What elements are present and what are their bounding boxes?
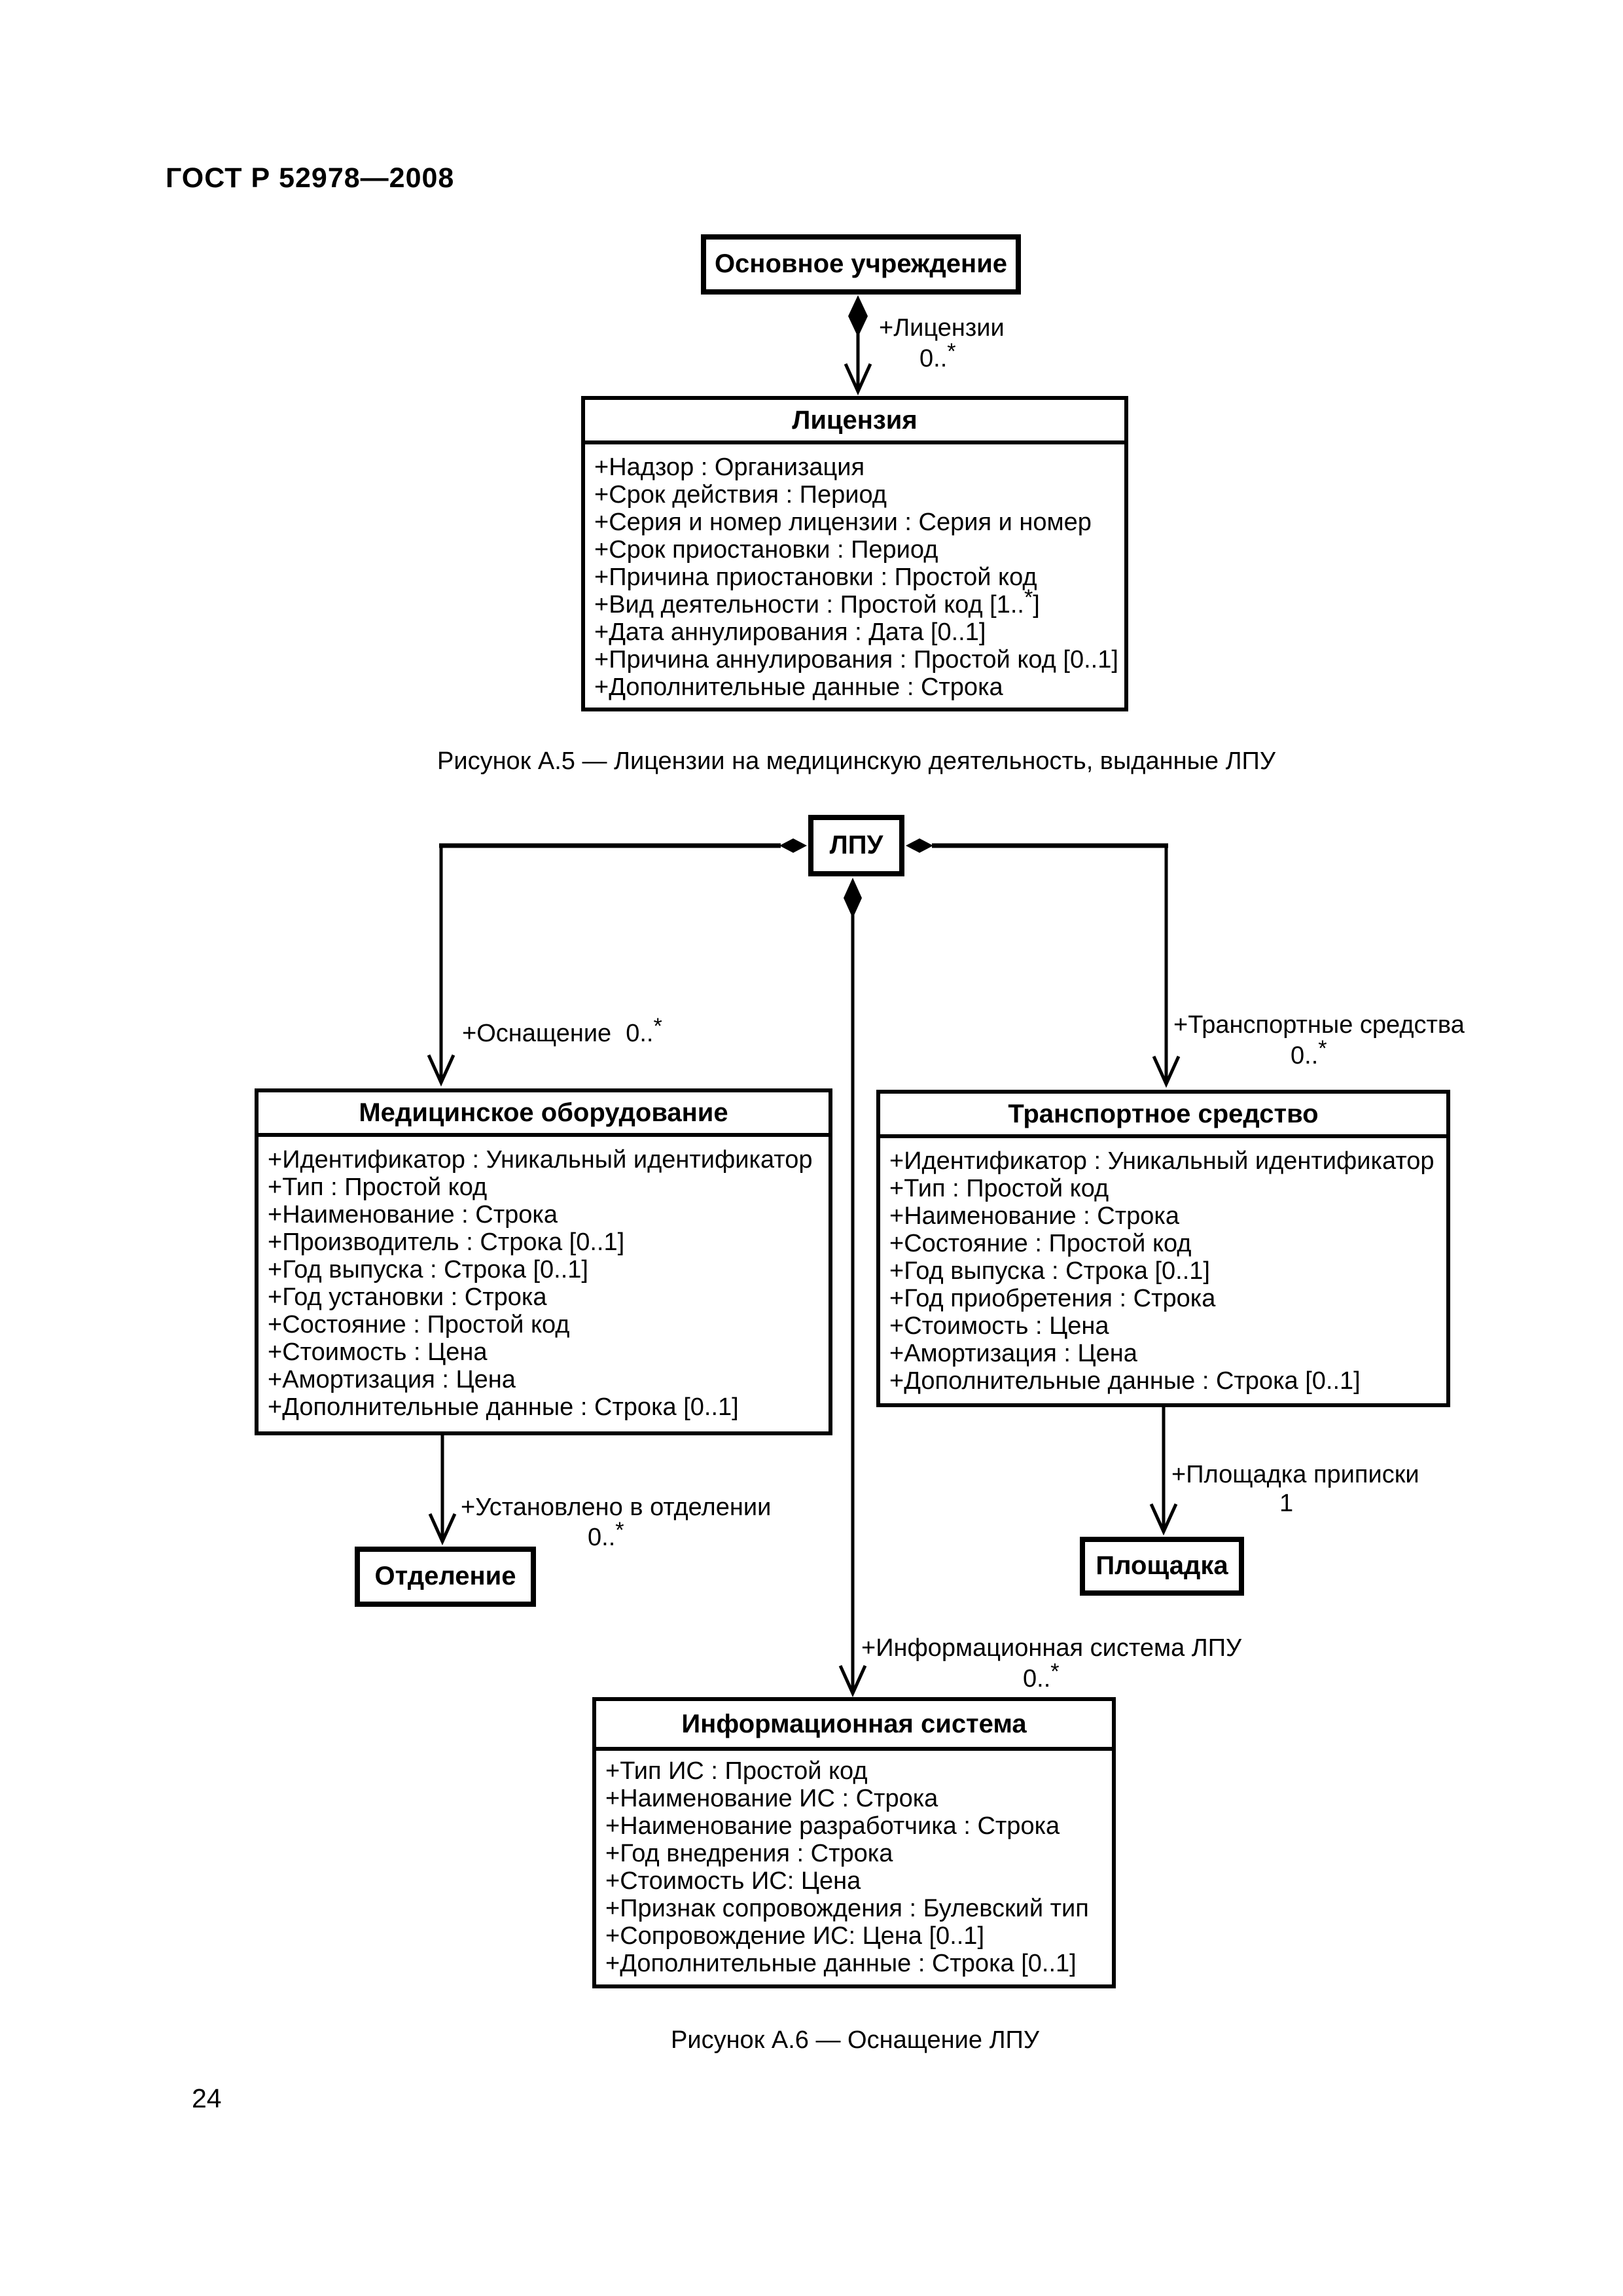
attribute-row: +Вид деятельности : Простой код [1..*] [594,585,1040,619]
class-lpu-title: ЛПУ [829,831,883,859]
attribute-row: +Идентификатор : Уникальный идентификато… [268,1146,813,1174]
a5-composition-link [844,295,872,396]
attribute-row: +Дата аннулирования : Дата [0..1] [594,619,986,646]
attribute-row: +Состояние : Простой код [889,1230,1192,1257]
attribute-row: +Год выпуска : Строка [0..1] [889,1257,1210,1285]
page-number: 24 [192,2083,222,2113]
attribute-row: +Причина приостановки : Простой код [594,564,1037,591]
class-medical-equipment-title: Медицинское оборудование [259,1092,829,1137]
class-department-title: Отделение [374,1562,516,1590]
attribute-row: +Год установки : Строка [268,1283,547,1311]
class-vehicle: Транспортное средство +Идентификатор : У… [876,1090,1450,1407]
attribute-row: +Идентификатор : Уникальный идентификато… [889,1147,1435,1175]
class-information-system-attributes: +Тип ИС : Простой код+Наименование ИС : … [596,1751,1112,1977]
attribute-row: +Наименование : Строка [889,1202,1179,1230]
class-medical-equipment-attributes: +Идентификатор : Уникальный идентификато… [259,1137,829,1421]
class-vehicle-title: Транспортное средство [880,1094,1446,1138]
attribute-row: +Тип : Простой код [889,1175,1109,1202]
attribute-row: +Наименование : Строка [268,1201,558,1229]
attribute-row: +Дополнительные данные : Строка [0..1] [889,1367,1361,1395]
a6-site-link [1149,1406,1178,1536]
class-medical-equipment: Медицинское оборудование +Идентификатор … [255,1088,832,1435]
a6-site-role-label: +Площадка приписки [1171,1461,1419,1488]
attribute-row: +Наименование ИС : Строка [605,1785,938,1812]
a6-site-multiplicity: 1 [1279,1490,1294,1517]
figure-a6-caption: Рисунок А.6 — Оснащение ЛПУ [671,2026,1039,2054]
a6-transport-link [906,838,1181,1088]
a5-association-multiplicity: 0..* [919,339,956,372]
attribute-row: +Срок приостановки : Период [594,536,938,564]
attribute-row: +Дополнительные данные : Строка [0..1] [268,1393,739,1421]
class-lpu: ЛПУ [808,815,904,876]
class-main-institution-title: Основное учреждение [714,249,1008,278]
attribute-row: +Наименование разработчика : Строка [605,1812,1060,1840]
a6-information-system-role-label: +Информационная система ЛПУ [861,1634,1242,1662]
attribute-row: +Амортизация : Цена [889,1340,1137,1367]
class-information-system: Информационная система +Тип ИС : Простой… [592,1697,1116,1988]
a6-equipment-role-label: +Оснащение 0..* [462,1014,662,1048]
class-license-title: Лицензия [585,400,1124,444]
attribute-row: +Признак сопровождения : Булевский тип [605,1895,1089,1922]
class-license: Лицензия +Надзор : Организация+Срок дейс… [581,396,1128,711]
document-header: ГОСТ Р 52978—2008 [166,162,455,194]
equipment-multiplicity: 0..* [626,1014,662,1047]
attribute-row: +Амортизация : Цена [268,1366,516,1393]
attribute-row: +Дополнительные данные : Строка [594,673,1003,701]
a5-association-role-label: +Лицензии [879,314,1005,342]
attribute-row: +Тип : Простой код [268,1174,488,1201]
a6-equipment-link [427,838,807,1087]
attribute-row: +Дополнительные данные : Строка [0..1] [605,1950,1077,1977]
class-department: Отделение [355,1547,536,1607]
class-information-system-title: Информационная система [596,1701,1112,1751]
class-main-institution: Основное учреждение [701,234,1021,295]
attribute-row: +Причина аннулирования : Простой код [0.… [594,646,1118,673]
figure-a5-caption: Рисунок А.5 — Лицензии на медицинскую де… [437,747,1275,775]
a6-transport-role-label: +Транспортные средства [1173,1011,1465,1039]
attribute-row: +Год приобретения : Строка [889,1285,1216,1312]
attribute-row: +Срок действия : Период [594,481,887,509]
a6-information-system-multiplicity: 0..* [1023,1659,1060,1693]
class-vehicle-attributes: +Идентификатор : Уникальный идентификато… [880,1138,1446,1395]
attribute-row: +Год выпуска : Строка [0..1] [268,1256,588,1283]
attribute-row: +Надзор : Организация [594,454,865,481]
attribute-row: +Стоимость : Цена [268,1338,488,1366]
attribute-row: +Серия и номер лицензии : Серия и номер [594,509,1092,536]
attribute-row: +Стоимость : Цена [889,1312,1109,1340]
equipment-role-text: +Оснащение [462,1020,612,1047]
attribute-row: +Сопровождение ИС: Цена [0..1] [605,1922,984,1950]
a6-department-link [428,1434,457,1546]
class-site-title: Площадка [1096,1551,1228,1580]
attribute-row: +Состояние : Простой код [268,1311,570,1338]
a6-department-role-label: +Установлено в отделении [461,1494,772,1521]
attribute-row: +Стоимость ИС: Цена [605,1867,861,1895]
a6-transport-multiplicity: 0..* [1291,1036,1327,1069]
attribute-row: +Производитель : Строка [0..1] [268,1229,625,1256]
a6-information-system-link [838,878,867,1698]
attribute-row: +Тип ИС : Простой код [605,1757,868,1785]
a6-department-multiplicity: 0..* [588,1518,624,1551]
class-license-attributes: +Надзор : Организация+Срок действия : Пе… [585,444,1124,701]
attribute-row: +Год внедрения : Строка [605,1840,893,1867]
class-site: Площадка [1080,1537,1244,1596]
